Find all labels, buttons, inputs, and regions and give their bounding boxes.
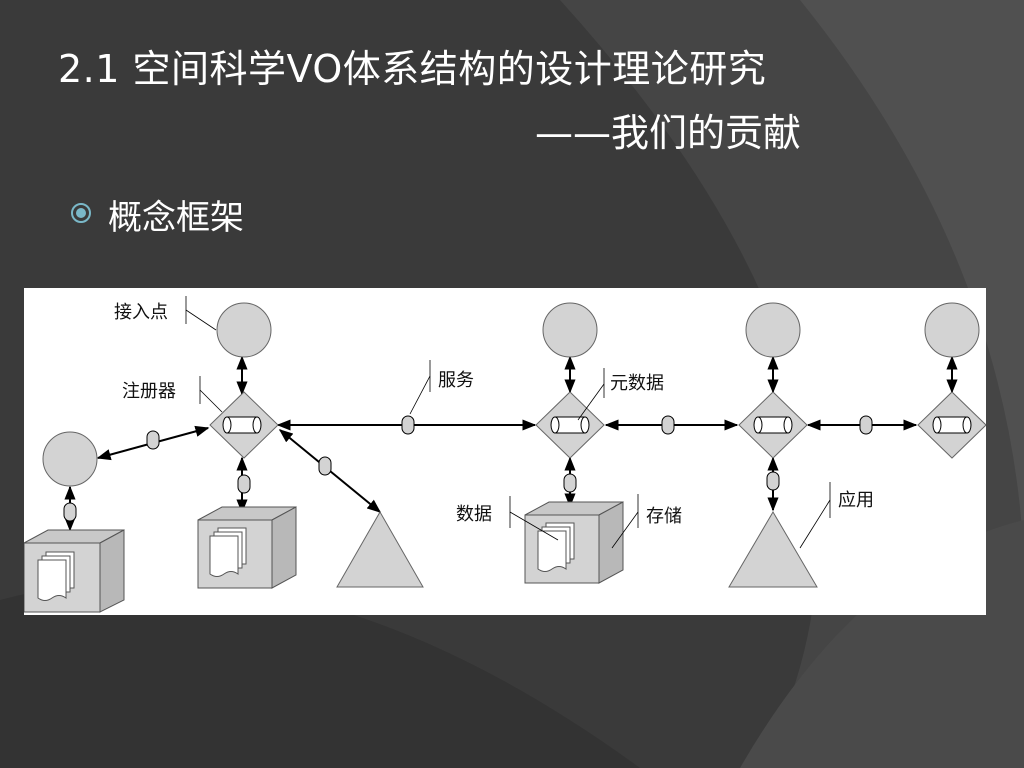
access-point-node [924,302,980,358]
storage-cube-icon [524,501,624,584]
application-node [336,510,424,588]
application-node [728,511,818,588]
storage-cube-icon [23,529,125,613]
access-point-node [42,431,98,487]
service-connector-icon [63,502,77,522]
service-connector-icon [766,471,780,491]
metadata-cylinder-icon [222,416,262,434]
access-point-node [542,302,598,358]
slide-title-line1: 2.1 空间科学VO体系结构的设计理论研究 [58,47,767,91]
service-connector-icon [401,415,415,435]
slide-title-line2: ——我们的贡献 [535,111,802,155]
label-access-point: 接入点 [114,302,168,323]
concept-framework-diagram: 接入点 注册器 服务 元数据 数据 存储 应用 [23,288,987,615]
label-metadata: 元数据 [610,373,664,394]
storage-cube-icon [197,506,297,589]
connection-lines [64,355,958,532]
label-storage: 存储 [646,506,682,527]
service-connector-icon [563,473,577,493]
service-connector-icon [318,456,332,476]
service-connector-icon [146,430,160,450]
label-application: 应用 [838,490,874,511]
service-connector-icon [859,415,873,435]
metadata-cylinder-icon [753,416,793,434]
label-registry: 注册器 [122,381,176,402]
service-connector-icon [661,415,675,435]
callout-lines [185,296,831,549]
bullet-text: 概念框架 [108,198,244,238]
metadata-cylinder-icon [550,416,590,434]
access-point-node [216,302,272,358]
metadata-cylinder-icon [932,416,972,434]
access-point-node [745,302,801,358]
label-service: 服务 [438,370,474,391]
label-data: 数据 [456,504,492,525]
bullet-icon [71,203,91,223]
service-connector-icon [237,474,251,494]
